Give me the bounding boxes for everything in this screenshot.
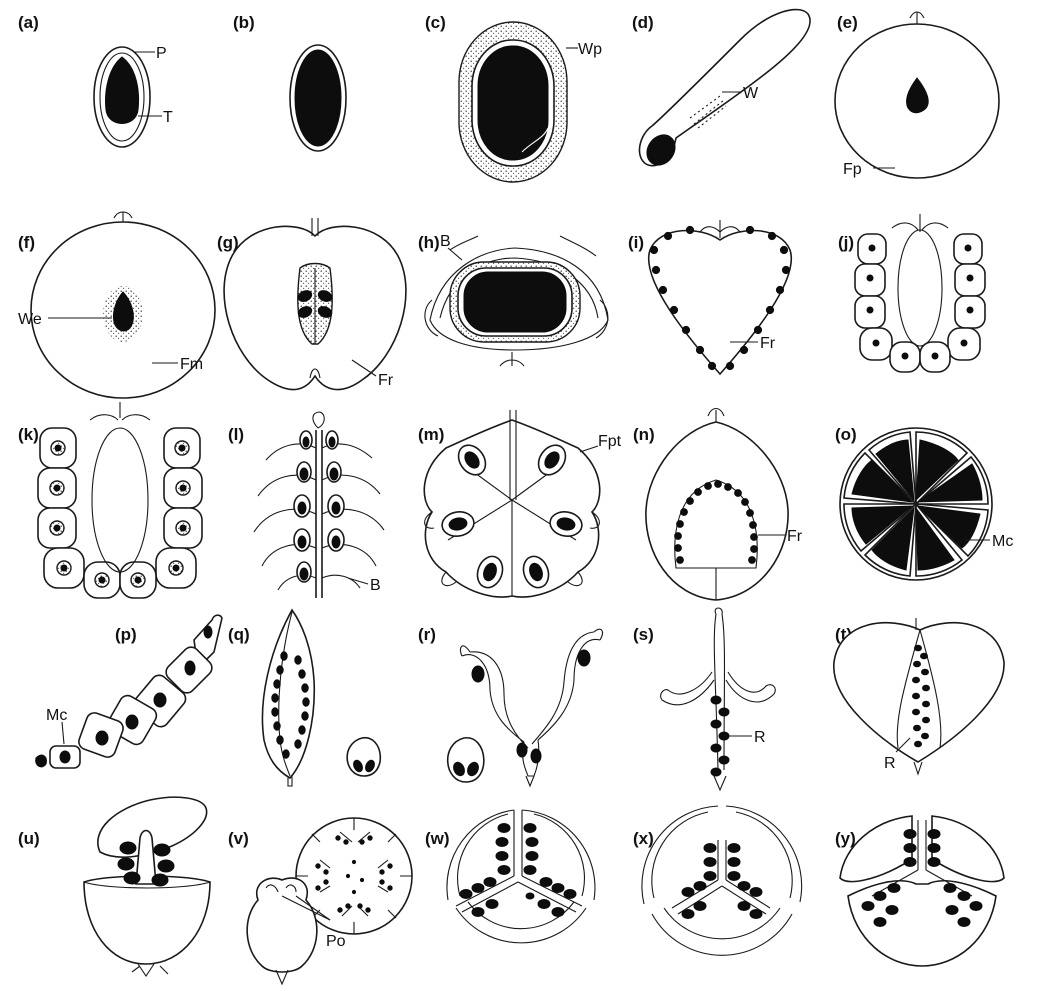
panel-k: (k)	[18, 402, 202, 598]
panel-g: (g) Fr	[217, 218, 406, 390]
panel-a: (a) P T	[18, 13, 173, 147]
carpel-sectors	[844, 432, 988, 576]
panel-label-h: (h)	[418, 233, 440, 252]
callout-l-1: B	[370, 577, 381, 594]
callout-c-1: Wp	[578, 41, 602, 58]
callout-i-1: Fr	[760, 335, 776, 352]
panel-label-b: (b)	[233, 13, 255, 32]
panel-label-a: (a)	[18, 13, 39, 32]
callout-e-1: Fp	[843, 161, 862, 178]
panel-e: (e) Fp	[835, 12, 999, 178]
panel-j: (j)	[838, 214, 985, 372]
panel-label-p: (p)	[115, 625, 137, 644]
panel-c: (c) Wp	[425, 13, 602, 182]
callout-n-1: Fr	[787, 528, 803, 545]
panel-l: (l) B	[228, 412, 384, 598]
callout-d-1: W	[743, 85, 759, 102]
panel-p: (p) Mc	[36, 615, 222, 768]
callout-f-2: Fm	[180, 356, 203, 373]
callout-h-1: B	[440, 233, 451, 250]
panel-label-s: (s)	[633, 625, 654, 644]
panel-label-q: (q)	[228, 625, 250, 644]
panel-label-x: (x)	[633, 829, 654, 848]
panel-f: (f) We Fm	[18, 212, 215, 398]
panel-v: (v) Po	[228, 818, 412, 984]
panel-label-n: (n)	[633, 425, 655, 444]
panel-label-i: (i)	[628, 233, 644, 252]
callout-o-1: Mc	[992, 533, 1013, 550]
panel-t: (t) R	[834, 618, 1004, 774]
panel-d: (d) W	[632, 10, 810, 171]
callout-v-1: Po	[326, 933, 346, 950]
panel-label-j: (j)	[838, 233, 854, 252]
callout-f-1: We	[18, 311, 42, 328]
panel-y: (y)	[835, 816, 1004, 966]
callout-a-1: P	[156, 45, 167, 62]
panel-label-d: (d)	[632, 13, 654, 32]
panel-label-m: (m)	[418, 425, 444, 444]
panel-label-e: (e)	[837, 13, 858, 32]
panel-x: (x)	[633, 806, 802, 955]
panel-label-r: (r)	[418, 625, 436, 644]
panel-label-y: (y)	[835, 829, 856, 848]
callout-a-2: T	[163, 109, 173, 126]
panel-o: (o) Mc	[835, 425, 1013, 580]
panel-u: (u)	[18, 797, 210, 976]
axile-seeds-x	[682, 844, 762, 919]
panel-b: (b)	[233, 13, 346, 151]
callout-t-1: R	[884, 755, 896, 772]
callout-s-1: R	[754, 729, 766, 746]
replum-seeds	[711, 696, 729, 776]
panel-label-f: (f)	[18, 233, 35, 252]
callout-g-1: Fr	[378, 372, 394, 389]
panel-i: (i) Fr	[628, 220, 791, 374]
panel-q: (q)	[228, 610, 380, 786]
panel-r: (r)	[418, 625, 602, 786]
callout-m-1: Fpt	[598, 433, 622, 450]
panel-label-c: (c)	[425, 13, 446, 32]
panel-w: (w)	[425, 810, 595, 943]
panel-h: (h) B	[418, 233, 608, 366]
panel-label-k: (k)	[18, 425, 39, 444]
panel-s: (s) R	[633, 608, 775, 790]
panel-label-o: (o)	[835, 425, 857, 444]
panel-m: (m) Fpt	[418, 410, 622, 597]
panel-label-u: (u)	[18, 829, 40, 848]
panel-label-w: (w)	[425, 829, 450, 848]
callout-p-1: Mc	[46, 707, 67, 724]
panel-n: (n) Fr	[633, 409, 803, 601]
panel-label-v: (v)	[228, 829, 249, 848]
panel-label-l: (l)	[228, 425, 244, 444]
